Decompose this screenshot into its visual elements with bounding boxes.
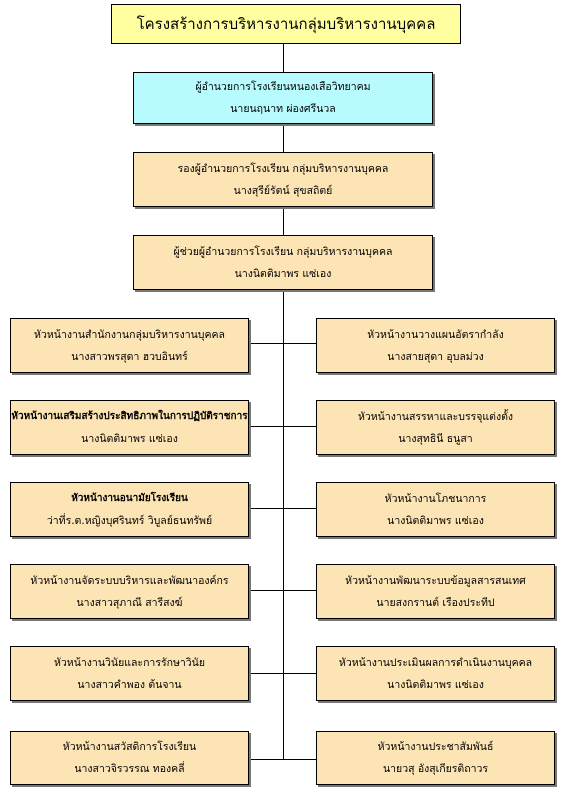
unit-name: นางสาวจิรวรรณ ทองคลี่ xyxy=(74,763,185,775)
unit-name: นางนิตติมาพร แซ่เอง xyxy=(387,514,484,527)
unit-name: นางสุทธินี ธนูสา xyxy=(398,432,473,445)
chart-title-text: โครงสร้างการบริหารงานกลุ่มบริหารงานบุคคล xyxy=(136,15,436,33)
unit-position: หัวหน้างานพัฒนาระบบข้อมูลสารสนเทศ xyxy=(345,574,526,587)
unit-name: นางนิตติมาพร แซ่เอง xyxy=(81,432,178,445)
right-unit-box: หัวหน้างานโภชนาการ นางนิตติมาพร แซ่เอง xyxy=(316,482,555,537)
left-unit-box: หัวหน้างานสวัสดิการโรงเรียน นางสาวจิรวรร… xyxy=(10,731,249,785)
unit-name: นางนิตติมาพร แซ่เอง xyxy=(387,678,484,691)
connector-title-director xyxy=(283,44,284,72)
connector-director-deputy xyxy=(283,124,284,152)
assistant-position: ผู้ช่วยผู้อำนวยการโรงเรียน กลุ่มบริหารงา… xyxy=(173,245,393,258)
connector-row-3 xyxy=(249,508,316,509)
unit-name: นายวสุ อังสุเกียรติถาวร xyxy=(382,763,489,775)
right-unit-box: หัวหน้างานวางแผนอัตรากำลัง นางสายสุดา อุ… xyxy=(316,318,555,373)
deputy-position: รองผู้อำนวยการโรงเรียน กลุ่มบริหารงานบุค… xyxy=(177,162,389,175)
unit-position: หัวหน้างานสรรหาและบรรจุแต่งตั้ง xyxy=(357,410,514,423)
unit-name: นางสาวพรสุดา ฮวบอินทร์ xyxy=(71,350,188,363)
director-position: ผู้อำนวยการโรงเรียนหนองเสือวิทยาคม xyxy=(195,81,371,93)
unit-name: นางสายสุดา อุบลม่วง xyxy=(387,350,484,363)
deputy-name: นางสุรีย์รัตน์ สุขสถิตย์ xyxy=(233,184,333,197)
connector-row-5 xyxy=(249,673,316,674)
unit-position: หัวหน้างานประชาสัมพันธ์ xyxy=(377,741,494,753)
right-unit-box: หัวหน้างานประชาสัมพันธ์ นายวสุ อังสุเกีย… xyxy=(316,731,555,785)
unit-position: หัวหน้างานสำนักงานกลุ่มบริหารงานบุคคล xyxy=(34,328,225,341)
right-unit-box: หัวหน้างานประเมินผลการดำเนินงานบุคคล นาง… xyxy=(316,646,555,701)
unit-position: หัวหน้างานวินัยและการรักษาวินัย xyxy=(53,656,205,669)
connector-spine xyxy=(283,290,284,760)
left-unit-box: หัวหน้างานเสริมสร้างประสิทธิภาพในการปฏิบ… xyxy=(10,400,249,455)
connector-row-1 xyxy=(249,343,316,344)
unit-name: ว่าที่ร.ต.หญิงบุศรินทร์ วิบูลย์ธนทรัพย์ xyxy=(46,514,213,527)
unit-position: หัวหน้างานวางแผนอัตรากำลัง xyxy=(367,328,504,341)
chart-title: โครงสร้างการบริหารงานกลุ่มบริหารงานบุคคล xyxy=(111,4,461,44)
deputy-box: รองผู้อำนวยการโรงเรียน กลุ่มบริหารงานบุค… xyxy=(133,152,433,207)
right-unit-box: หัวหน้างานสรรหาและบรรจุแต่งตั้ง นางสุทธิ… xyxy=(316,400,555,455)
unit-position: หัวหน้างานจัดระบบบริหารและพัฒนาองค์กร xyxy=(30,574,229,587)
director-name: นายนฤนาท ผ่องศรีนวล xyxy=(230,103,336,115)
unit-position: หัวหน้างานโภชนาการ xyxy=(384,492,487,505)
left-unit-box: หัวหน้างานอนามัยโรงเรียน ว่าที่ร.ต.หญิงบ… xyxy=(10,482,249,537)
assistant-box: ผู้ช่วยผู้อำนวยการโรงเรียน กลุ่มบริหารงา… xyxy=(133,235,433,290)
connector-row-6 xyxy=(249,759,316,760)
left-unit-box: หัวหน้างานจัดระบบบริหารและพัฒนาองค์กร นา… xyxy=(10,564,249,619)
unit-name: นางสาวคำพอง ต้นจาน xyxy=(77,678,182,691)
director-box: ผู้อำนวยการโรงเรียนหนองเสือวิทยาคม นายนฤ… xyxy=(133,72,433,124)
unit-name: นายสงกรานต์ เรืองประทีป xyxy=(376,596,495,609)
unit-position: หัวหน้างานเสริมสร้างประสิทธิภาพในการปฏิบ… xyxy=(11,410,248,422)
unit-position: หัวหน้างานอนามัยโรงเรียน xyxy=(71,492,188,504)
connector-deputy-assistant xyxy=(283,207,284,235)
right-unit-box: หัวหน้างานพัฒนาระบบข้อมูลสารสนเทศ นายสงก… xyxy=(316,564,555,619)
left-unit-box: หัวหน้างานวินัยและการรักษาวินัย นางสาวคำ… xyxy=(10,646,249,701)
assistant-name: นางนิตติมาพร แซ่เอง xyxy=(234,267,332,280)
left-unit-box: หัวหน้างานสำนักงานกลุ่มบริหารงานบุคคล นา… xyxy=(10,318,249,373)
unit-name: นางสาวสุภาณี สารีสงฆ์ xyxy=(76,596,183,609)
unit-position: หัวหน้างานสวัสดิการโรงเรียน xyxy=(62,741,197,753)
connector-row-4 xyxy=(249,590,316,591)
unit-position: หัวหน้างานประเมินผลการดำเนินงานบุคคล xyxy=(338,656,533,669)
connector-row-2 xyxy=(249,426,316,427)
